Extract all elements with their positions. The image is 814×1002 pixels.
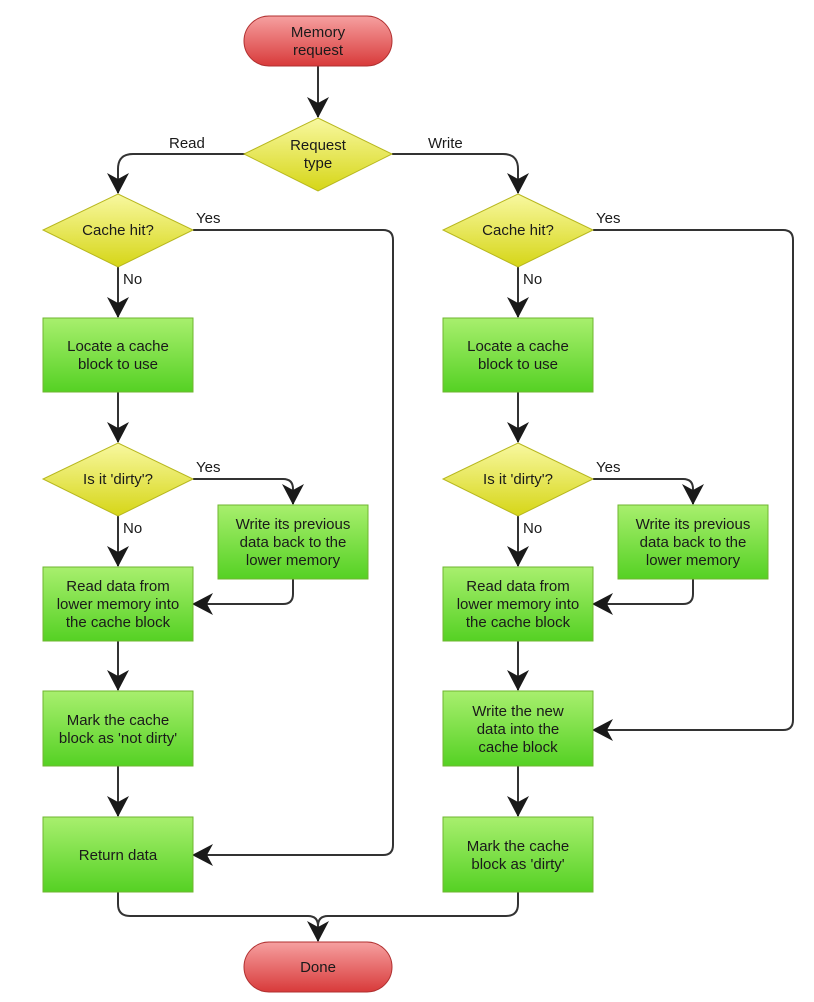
node-label-line: Read data from [66,578,169,595]
node-label-line: the cache block [66,614,171,631]
node-label-line: Cache hit? [82,222,154,239]
node-label-line: Write the new [472,703,564,720]
node-label-line: Read data from [466,578,569,595]
edge-read-dirty-yes [193,478,304,505]
node-label-line: block as 'not dirty' [59,730,177,747]
label-write-dirty-no: No [523,520,542,537]
node-label-line: Locate a cache [467,338,569,355]
node-read-return-text: Return data [79,847,158,864]
node-label-line: the cache block [466,614,571,631]
node-label-line: block as 'dirty' [471,856,564,873]
connectors [107,66,794,942]
node-done-text: Done [300,959,336,976]
label-read-dirty-yes: Yes [196,459,220,476]
node-label-line: Memory [291,24,346,41]
edge-read-hit-yes [192,229,394,866]
node-label-line: Mark the cache [467,838,570,855]
node-read-cache-hit-text: Cache hit? [82,222,154,239]
node-label-line: lower memory into [457,596,580,613]
edge-labels: Read Write Yes No Yes No Yes No Yes No [123,135,620,537]
node-label-line: lower memory into [57,596,180,613]
label-write-hit-no: No [523,271,542,288]
node-label-line: Is it 'dirty'? [83,471,153,488]
edge-write-dirty-yes [593,478,704,505]
label-read-hit-no: No [123,271,142,288]
node-label-line: Done [300,959,336,976]
label-write-dirty-yes: Yes [596,459,620,476]
edge-read-return-to-done [117,892,329,942]
edge-write-writeback-to-readdata [592,579,694,615]
node-label-line: Request [290,137,347,154]
edge-write-mark-to-done [317,892,519,927]
label-read: Read [169,135,205,152]
edge-type-write [392,153,529,194]
node-label-line: Mark the cache [67,712,170,729]
node-label-line: Return data [79,847,158,864]
label-write: Write [428,135,463,152]
node-label-line: lower memory [246,552,341,569]
node-label-line: cache block [478,739,558,756]
edge-read-writeback-to-readdata [192,579,294,615]
node-label-line: Is it 'dirty'? [483,471,553,488]
node-label-line: data into the [477,721,560,738]
label-read-dirty-no: No [123,520,142,537]
node-write-dirty: Is it 'dirty'? [441,442,595,517]
node-read-return: Return data [42,816,194,893]
label-read-hit-yes: Yes [196,210,220,227]
node-label-line: Locate a cache [67,338,169,355]
label-write-hit-yes: Yes [596,210,620,227]
node-label-line: block to use [478,356,558,373]
node-write-cache-hit-text: Cache hit? [482,222,554,239]
node-read-cache-hit: Cache hit? [41,193,195,268]
edge-write-hit-yes [592,229,794,741]
node-done: Done [243,941,393,993]
node-read-dirty-text: Is it 'dirty'? [83,471,153,488]
node-label-line: Write its previous [236,516,351,533]
node-label-line: Write its previous [636,516,751,533]
node-read-dirty: Is it 'dirty'? [41,442,195,517]
node-label-line: lower memory [646,552,741,569]
edge-type-read [107,153,245,194]
node-label-line: data back to the [240,534,347,551]
node-label-line: Cache hit? [482,222,554,239]
node-write-dirty-text: Is it 'dirty'? [483,471,553,488]
node-label-line: type [304,155,332,172]
node-label-line: block to use [78,356,158,373]
node-label-line: data back to the [640,534,747,551]
node-write-cache-hit: Cache hit? [441,193,595,268]
node-label-line: request [293,42,344,59]
